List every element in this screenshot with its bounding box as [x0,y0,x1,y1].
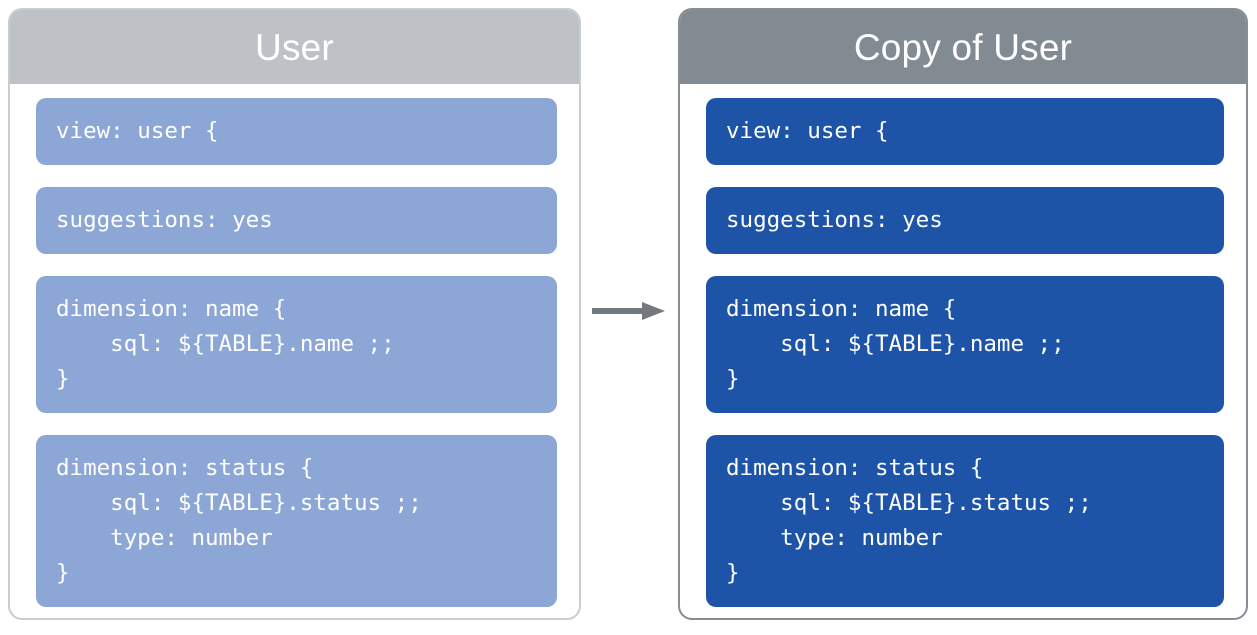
page-title-source: User [255,26,334,68]
panel-header-copy: Copy of User [680,10,1246,84]
page-title-copy: Copy of User [853,26,1073,68]
panel-copy-of-user: Copy of User view: user { suggestions: y… [678,8,1248,620]
code-block-dimension-name[interactable]: dimension: name { sql: ${TABLE}.name ;; … [706,276,1224,413]
panel-header-source: User [10,10,579,84]
code-block-suggestions-setting[interactable]: suggestions: yes [36,187,557,254]
code-block-dimension-status[interactable]: dimension: status { sql: ${TABLE}.status… [706,435,1224,607]
code-block-dimension-name[interactable]: dimension: name { sql: ${TABLE}.name ;; … [36,276,557,413]
arrow-right-glyph [592,302,665,320]
code-block-view-declaration[interactable]: view: user { [36,98,557,165]
code-block-view-declaration[interactable]: view: user { [706,98,1224,165]
panel-body-copy: view: user { suggestions: yes dimension:… [680,84,1246,618]
arrow-right-icon [592,300,666,322]
code-block-suggestions-setting[interactable]: suggestions: yes [706,187,1224,254]
panel-source-user: User view: user { suggestions: yes dimen… [8,8,581,620]
panel-body-source: view: user { suggestions: yes dimension:… [10,84,579,618]
code-block-dimension-status[interactable]: dimension: status { sql: ${TABLE}.status… [36,435,557,607]
